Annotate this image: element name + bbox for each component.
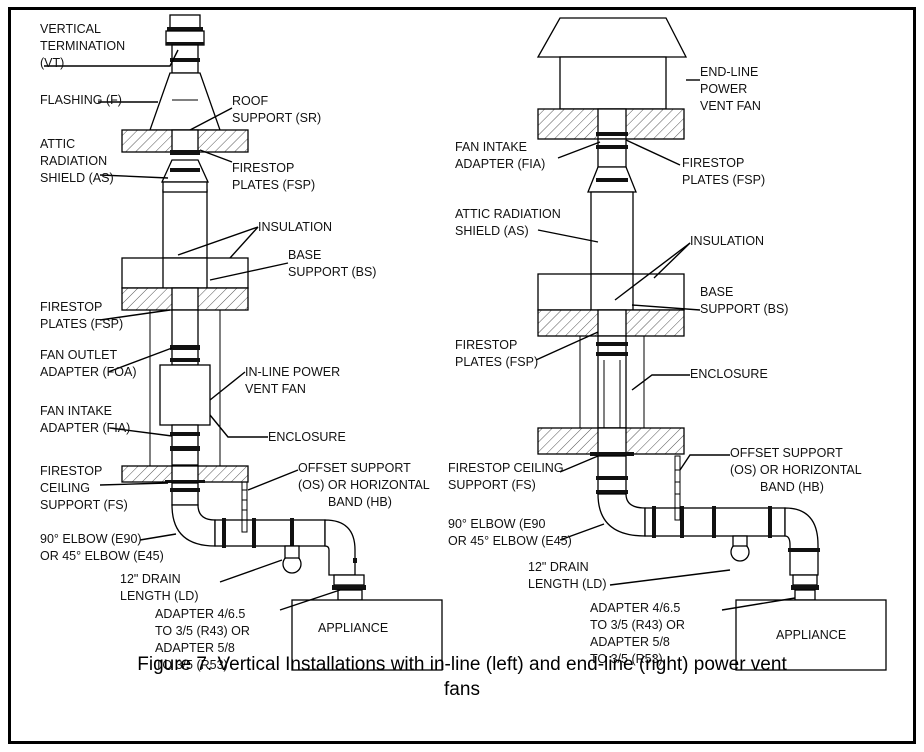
left-label-drain-2: LENGTH (LD)	[120, 589, 198, 603]
right-diagram: END-LINE POWER VENT FAN FAN INTAKE ADAPT…	[448, 17, 887, 671]
right-label-enclosure: ENCLOSURE	[690, 367, 768, 381]
right-label-os-1: OFFSET SUPPORT	[730, 446, 843, 460]
right-label-insulation: INSULATION	[690, 234, 764, 248]
right-label-as-1: ATTIC RADIATION	[455, 207, 561, 221]
left-diagram: VERTICAL TERMINATION (VT) FLASHING (F) R…	[40, 14, 443, 672]
right-label-adapter-1: ADAPTER 4/6.5	[590, 601, 680, 615]
left-label-elbow-1: 90° ELBOW (E90)	[40, 532, 142, 546]
right-label-adapter-4: TO 3/5 (R53)	[590, 652, 663, 666]
left-label-bs-1: BASE	[288, 248, 321, 262]
right-label-adapter-2: TO 3/5 (R43) OR	[590, 618, 685, 632]
left-label-enclosure: ENCLOSURE	[268, 430, 346, 444]
right-appliance-box	[735, 599, 887, 671]
right-label-fsp-2: PLATES (FSP)	[455, 355, 538, 369]
right-label-bs-2: SUPPORT (BS)	[700, 302, 788, 316]
left-label-fs-1: FIRESTOP	[40, 464, 102, 478]
left-label-drain-1: 12" DRAIN	[120, 572, 181, 586]
left-flashing	[149, 72, 221, 131]
right-label-drain-1: 12" DRAIN	[528, 560, 589, 574]
left-label-os-3: BAND (HB)	[328, 495, 392, 509]
right-label-elbow-1: 90° ELBOW (E90	[448, 517, 545, 531]
left-label-insulation: INSULATION	[258, 220, 332, 234]
right-label-fsp-top-2: PLATES (FSP)	[682, 173, 765, 187]
right-label-elbow-2: OR 45° ELBOW (E45)	[448, 534, 572, 548]
right-elbow	[597, 493, 646, 537]
right-label-fs-1: FIRESTOP CEILING	[448, 461, 564, 475]
right-label-end-3: VENT FAN	[700, 99, 761, 113]
left-elbow	[171, 504, 216, 547]
left-label-appliance: APPLIANCE	[318, 621, 388, 635]
left-label-flashing: FLASHING (F)	[40, 93, 122, 107]
right-label-end-1: END-LINE	[700, 65, 758, 79]
right-label-os-2: (OS) OR HORIZONTAL	[730, 463, 862, 477]
left-label-inline-2: VENT FAN	[245, 382, 306, 396]
left-label-elbow-2: OR 45° ELBOW (E45)	[40, 549, 164, 563]
left-label-as-1: ATTIC	[40, 137, 75, 151]
left-label-vt-2: TERMINATION	[40, 39, 125, 53]
right-label-adapter-3: ADAPTER 5/8	[590, 635, 670, 649]
left-label-bs-2: SUPPORT (BS)	[288, 265, 376, 279]
left-label-adapter-1: ADAPTER 4/6.5	[155, 607, 245, 621]
left-label-as-3: SHIELD (AS)	[40, 171, 114, 185]
right-endline-fan-hood	[536, 17, 688, 58]
right-label-bs-1: BASE	[700, 285, 733, 299]
caption-line-1: Figure 7. Vertical Installations with in…	[137, 654, 787, 675]
caption-line-2: fans	[444, 679, 480, 700]
left-label-foa-2: ADAPTER (FOA)	[40, 365, 137, 379]
left-label-fsp-top-2: PLATES (FSP)	[232, 178, 315, 192]
figure-caption: Figure 7. Vertical Installations with in…	[40, 652, 884, 702]
right-label-fs-2: SUPPORT (FS)	[448, 478, 536, 492]
left-label-fsp-2: PLATES (FSP)	[40, 317, 123, 331]
right-label-drain-2: LENGTH (LD)	[528, 577, 606, 591]
right-label-end-2: POWER	[700, 82, 747, 96]
left-label-fs-3: SUPPORT (FS)	[40, 498, 128, 512]
left-label-as-2: RADIATION	[40, 154, 107, 168]
left-label-fsp-1: FIRESTOP	[40, 300, 102, 314]
left-label-fia-2: ADAPTER (FIA)	[40, 421, 130, 435]
left-label-fia-1: FAN INTAKE	[40, 404, 112, 418]
right-label-fia-1: FAN INTAKE	[455, 140, 527, 154]
right-label-os-3: BAND (HB)	[760, 480, 824, 494]
left-label-adapter-4: TO 3/5 (R53)	[155, 658, 228, 672]
left-label-fs-2: CEILING	[40, 481, 90, 495]
left-label-adapter-3: ADAPTER 5/8	[155, 641, 235, 655]
left-label-vt-3: (VT)	[40, 56, 64, 70]
right-label-fia-2: ADAPTER (FIA)	[455, 157, 545, 171]
left-appliance-box	[291, 599, 443, 671]
right-label-appliance: APPLIANCE	[776, 628, 846, 642]
right-label-fsp-top-1: FIRESTOP	[682, 156, 744, 170]
left-label-adapter-2: TO 3/5 (R43) OR	[155, 624, 250, 638]
right-label-fsp-1: FIRESTOP	[455, 338, 517, 352]
left-label-foa-1: FAN OUTLET	[40, 348, 117, 362]
left-label-sr-2: SUPPORT (SR)	[232, 111, 321, 125]
left-label-os-1: OFFSET SUPPORT	[298, 461, 411, 475]
left-label-vt-1: VERTICAL	[40, 22, 101, 36]
left-label-inline-1: IN-LINE POWER	[245, 365, 340, 379]
left-vertical-termination	[165, 14, 205, 74]
right-label-as-2: SHIELD (AS)	[455, 224, 529, 238]
left-label-fsp-top-1: FIRESTOP	[232, 161, 294, 175]
right-endline-fan-body	[559, 56, 667, 110]
left-label-sr-1: ROOF	[232, 94, 268, 108]
left-inline-fan	[159, 364, 211, 426]
left-label-os-2: (OS) OR HORIZONTAL	[298, 478, 430, 492]
